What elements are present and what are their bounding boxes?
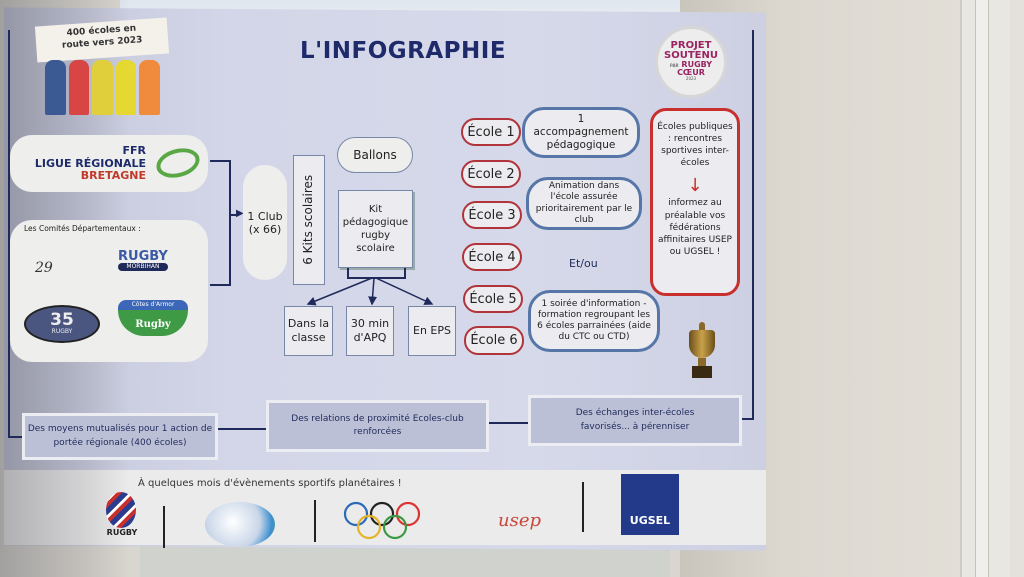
trophy-icon bbox=[686, 322, 718, 384]
olympic-rings-logo bbox=[343, 501, 421, 540]
comite-cotes-armor-logo: Côtes d'Armor Rugby bbox=[118, 300, 188, 346]
page-title: L'INFOGRAPHIE bbox=[300, 38, 507, 64]
branch-arrows bbox=[306, 277, 434, 306]
pipe bbox=[975, 0, 989, 577]
badge-text: SOUTENU bbox=[664, 50, 718, 61]
ecoles-publiques-box: Écoles publiques : rencontres sportives … bbox=[650, 108, 740, 296]
ecole-pill: École 1 bbox=[461, 118, 521, 146]
window-bottom bbox=[140, 545, 670, 577]
kids-illustration bbox=[45, 60, 160, 115]
badge-text: CŒUR bbox=[677, 68, 705, 77]
ecole-pill: École 2 bbox=[461, 160, 521, 188]
comite-29-logo: 29 bbox=[35, 260, 53, 276]
club-count: (x 66) bbox=[248, 222, 282, 236]
separator bbox=[582, 482, 584, 532]
ffr-bretagne-logo bbox=[153, 143, 203, 183]
badge-text: PROJET bbox=[670, 40, 712, 51]
ecole-pill: École 3 bbox=[462, 201, 522, 229]
connector-right bbox=[752, 30, 754, 420]
outcome-box: Des moyens mutualisés pour 1 action de p… bbox=[22, 413, 218, 460]
logo-text: MORBIHAN bbox=[118, 263, 168, 271]
ballons-box: Ballons bbox=[337, 137, 413, 173]
ecole-pill: École 4 bbox=[462, 243, 522, 271]
arrow-down-icon: ↓ bbox=[687, 174, 703, 196]
connector bbox=[404, 268, 406, 278]
kits-label: 6 Kits scolaires bbox=[301, 175, 316, 265]
connector bbox=[347, 268, 349, 278]
outcome-box: Des relations de proximité Ecoles-club r… bbox=[266, 400, 489, 452]
connector bbox=[742, 418, 754, 420]
connector bbox=[230, 214, 238, 216]
comites-label: Les Comités Départementaux : bbox=[24, 224, 141, 233]
separator bbox=[163, 506, 165, 548]
usage-en-eps: En EPS bbox=[408, 306, 456, 356]
ecole-pill: École 6 bbox=[464, 326, 524, 355]
club-box: 1 Club (x 66) bbox=[243, 165, 287, 280]
connector bbox=[218, 428, 266, 430]
ugsel-logo: UGSEL bbox=[621, 474, 679, 535]
badge-text: PAR bbox=[669, 63, 679, 68]
comites-box: Les Comités Départementaux : 29 RUGBY MO… bbox=[10, 220, 208, 362]
rugby-world-cup-ball-logo bbox=[205, 502, 275, 547]
ffr-label: FFR bbox=[122, 144, 147, 157]
connector-left bbox=[8, 30, 10, 438]
action-accompagnement: 1 accompagnement pédagogique bbox=[522, 107, 640, 158]
connector bbox=[8, 436, 22, 438]
logo-text: RUGBY bbox=[51, 328, 73, 335]
badge-text: RUGBY bbox=[681, 60, 713, 69]
logo-text: Rugby bbox=[118, 310, 188, 336]
et-ou-label: Et/ou bbox=[569, 257, 598, 270]
connector bbox=[229, 160, 231, 286]
footer-text: À quelques mois d'évènements sportifs pl… bbox=[138, 478, 402, 489]
arrow-right-icon: ▶ bbox=[236, 208, 244, 219]
separator bbox=[314, 500, 316, 542]
kit-pedagogique-box: Kit pédagogique rugby scolaire bbox=[338, 190, 413, 268]
action-animation: Animation dans l'école assurée prioritai… bbox=[526, 177, 642, 230]
projet-soutenu-badge: PROJET SOUTENU PAR RUGBY CŒUR 2023 bbox=[655, 26, 727, 98]
action-soiree-information: 1 soirée d'information - formation regro… bbox=[528, 290, 660, 352]
badge-text: 2023 bbox=[685, 76, 697, 81]
ligue-label: LIGUE RÉGIONALE bbox=[34, 156, 146, 170]
ecole-pill: École 5 bbox=[463, 285, 523, 313]
connector bbox=[489, 422, 528, 424]
logo-text: Côtes d'Armor bbox=[118, 300, 188, 310]
informez-text: informez au préalable vos fédérations af… bbox=[658, 198, 732, 257]
usep-logo: usep bbox=[498, 510, 542, 531]
usage-30-min-apq: 30 min d'APQ bbox=[346, 306, 394, 356]
logo-text: RUGBY bbox=[118, 249, 168, 264]
kits-box: 6 Kits scolaires bbox=[293, 155, 325, 285]
logo-text: 35 bbox=[50, 310, 74, 330]
outcome-box: Des échanges inter-écoles favorisés... à… bbox=[528, 395, 742, 446]
rugby-logo: RUGBY bbox=[106, 492, 138, 550]
bretagne-label: BRETAGNE bbox=[80, 169, 146, 183]
ecoles-publiques-text: Écoles publiques : rencontres sportives … bbox=[657, 122, 733, 169]
comite-35-logo: 35 RUGBY bbox=[24, 305, 100, 343]
logo-text: RUGBY bbox=[106, 528, 138, 537]
usage-dans-la-classe: Dans la classe bbox=[284, 306, 333, 356]
club-label: 1 Club bbox=[247, 209, 283, 223]
comite-morbihan-logo: RUGBY MORBIHAN bbox=[118, 250, 168, 271]
connector bbox=[210, 160, 230, 162]
connector bbox=[210, 284, 230, 286]
ffr-ligue-box: FFR LIGUE RÉGIONALE BRETAGNE bbox=[10, 135, 208, 192]
